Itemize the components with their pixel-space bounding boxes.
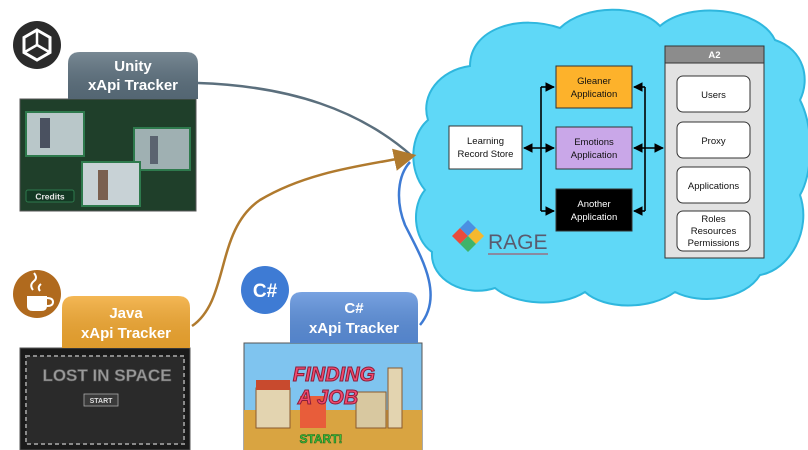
a2-roles-box	[676, 210, 751, 252]
app-emotions-line1: Emotions	[574, 137, 614, 148]
unity-game-screenshot: Credits	[19, 98, 197, 212]
csharp-game-screenshot: FINDING A JOB START!	[243, 342, 423, 450]
csharp-badge-icon: C#	[241, 266, 289, 314]
unity-logo-icon	[13, 21, 61, 69]
a2-applications-box	[676, 166, 751, 204]
unity-arrow	[197, 81, 413, 157]
app-another-line2: Application	[571, 212, 617, 223]
lrs-line1: Learning	[467, 136, 504, 147]
lrs-app-connectors	[523, 82, 555, 216]
rage-logo-mark	[452, 220, 484, 252]
java-title-line1: Java	[109, 305, 143, 322]
unity-title-line2: xApi Tracker	[88, 77, 178, 94]
unity-title-line1: Unity	[114, 58, 152, 75]
app-emotions-line2: Application	[571, 150, 617, 161]
csharp-game-title-1: FINDING	[293, 364, 375, 386]
rage-logo: RAGE	[452, 220, 548, 255]
app-emotions-box: Emotions Application	[555, 126, 633, 170]
a2-users-label: Users	[701, 90, 726, 101]
java-coffee-cup-icon	[13, 270, 61, 318]
csharp-start-button: START!	[299, 432, 342, 446]
a2-applications-label: Applications	[688, 181, 739, 192]
learning-record-store-box: Learning Record Store	[448, 125, 523, 170]
a2-panel: A2 Users Proxy Applications Roles Resour…	[664, 45, 765, 259]
app-gleaner-line1: Gleaner	[577, 76, 611, 87]
lrs-line2: Record Store	[458, 149, 514, 160]
app-gleaner-line2: Application	[571, 89, 617, 100]
csharp-banner: C# xApi Tracker	[290, 292, 418, 343]
java-banner: Java xApi Tracker	[62, 296, 190, 348]
csharp-tracker: FINDING A JOB START! C# xApi Tracker C#	[241, 266, 423, 450]
a2-title: A2	[708, 50, 720, 61]
rage-cloud: Learning Record Store Gleaner Applicatio…	[412, 8, 808, 307]
flow-arrows	[191, 81, 432, 328]
a2-proxy-box	[676, 121, 751, 159]
java-tracker: LOST IN SPACE START Java xApi Tracker	[13, 270, 191, 450]
csharp-arrow	[397, 161, 432, 326]
app-a2-connectors	[633, 82, 664, 216]
app-another-line1: Another	[577, 199, 610, 210]
unity-banner: Unity xApi Tracker	[68, 52, 198, 99]
app-gleaner-box: Gleaner Application	[555, 65, 633, 109]
a2-roles-line2: Resources	[691, 226, 737, 237]
java-title-line2: xApi Tracker	[81, 325, 171, 342]
app-another-box: Another Application	[555, 188, 633, 232]
csharp-title-line2: xApi Tracker	[309, 320, 399, 337]
rage-tagline-line	[488, 253, 548, 255]
unity-tracker: Credits Unity xApi Tracker	[13, 21, 198, 212]
csharp-game-title-2: A JOB	[297, 387, 358, 409]
rage-brand-text: RAGE	[488, 231, 548, 254]
csharp-badge-text: C#	[253, 281, 278, 302]
unity-credits-button: Credits	[35, 192, 65, 202]
java-game-screenshot: LOST IN SPACE START	[19, 347, 191, 450]
java-game-title: LOST IN SPACE	[42, 366, 171, 385]
a2-proxy-label: Proxy	[701, 136, 726, 147]
a2-roles-line3: Permissions	[688, 238, 740, 249]
java-start-button: START	[90, 398, 114, 405]
java-arrow	[191, 148, 417, 328]
csharp-title-line1: C#	[344, 300, 364, 317]
a2-roles-line1: Roles	[701, 214, 726, 225]
a2-users-box	[676, 75, 751, 113]
